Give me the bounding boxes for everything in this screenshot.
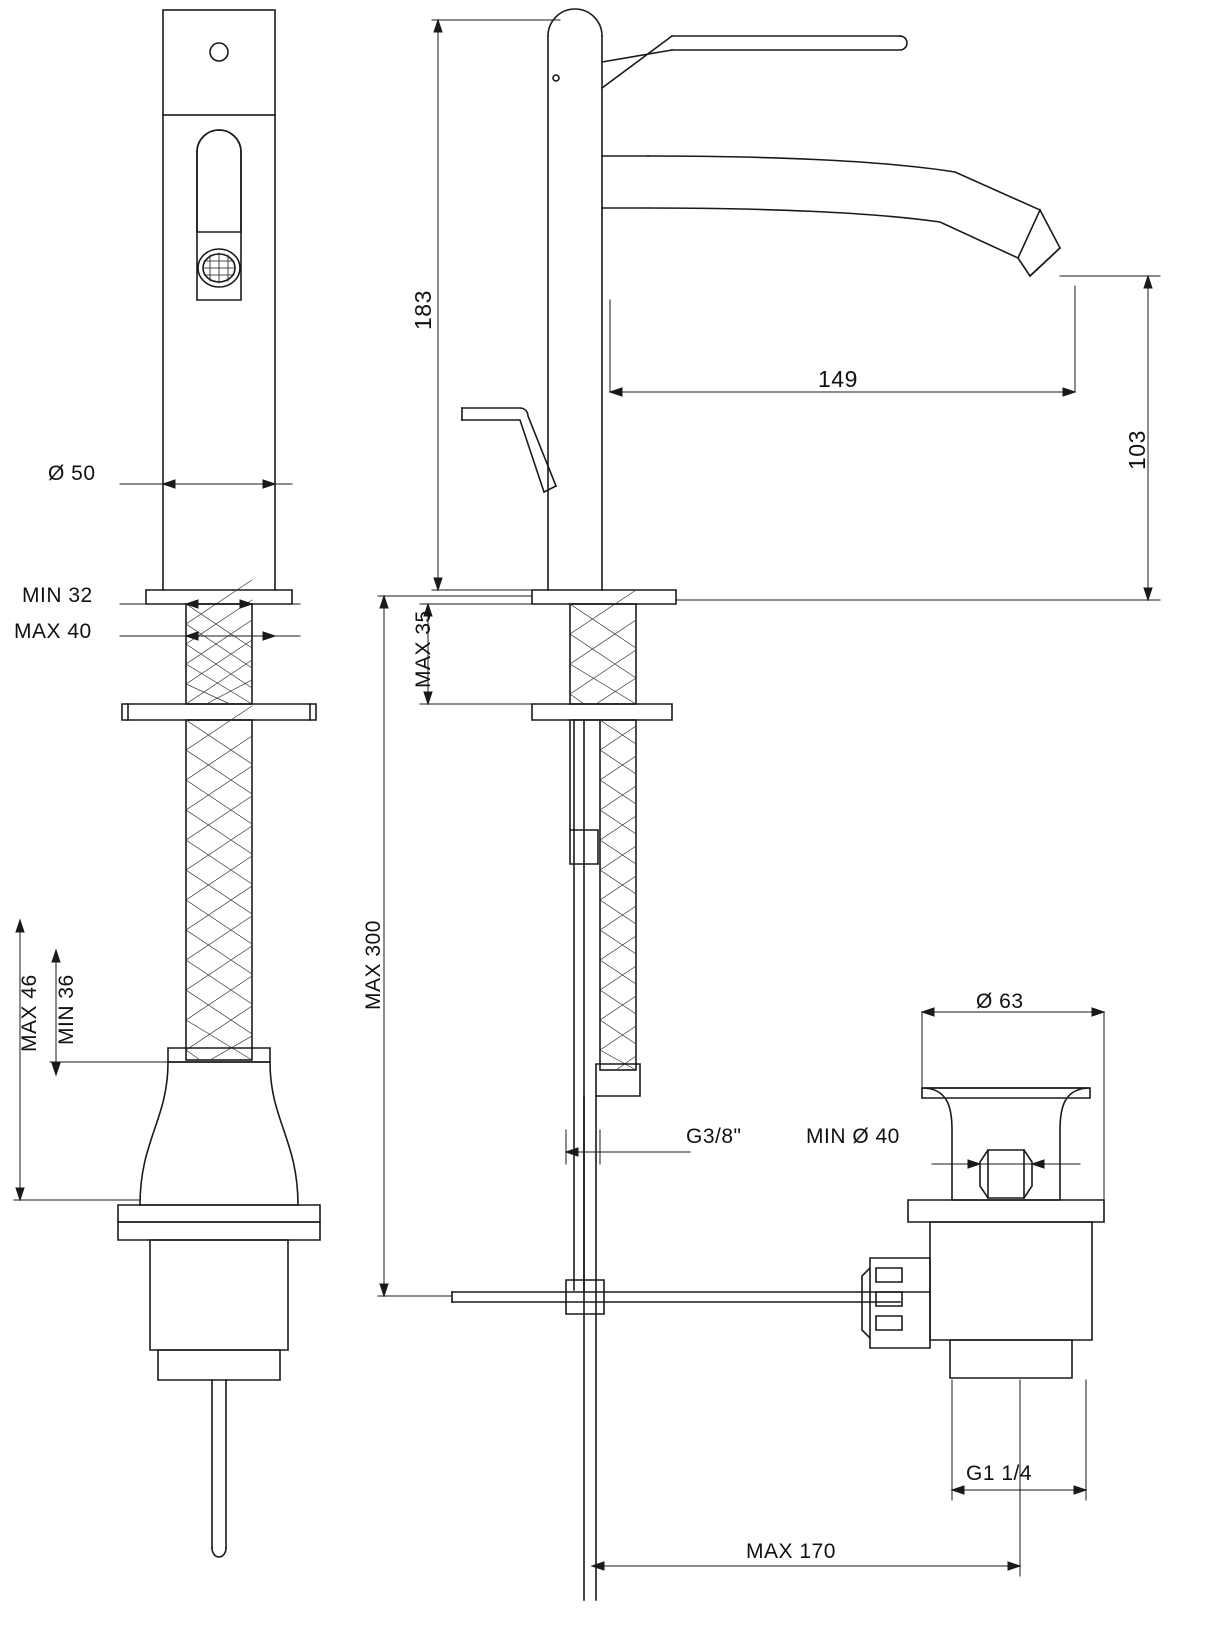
- dim-label-103: 103: [1124, 430, 1150, 470]
- dim-149: [608, 285, 1077, 397]
- dim-g38: [564, 1129, 691, 1165]
- dim-mind40: [931, 1159, 1081, 1169]
- dim-label-max35: MAX 35: [412, 610, 435, 688]
- dim-label-max300: MAX 300: [362, 920, 385, 1010]
- waste-view-body: [861, 1087, 1105, 1379]
- dim-label-d63: Ø 63: [976, 990, 1024, 1013]
- dim-label-183: 183: [410, 290, 436, 330]
- dim-label-max46: MAX 46: [18, 974, 41, 1052]
- dim-label-d50: Ø 50: [48, 462, 96, 485]
- dim-min32-max40: [119, 599, 301, 641]
- dim-label-g114: G1 1/4: [966, 1462, 1033, 1485]
- dim-label-g38: G3/8": [686, 1125, 742, 1148]
- dim-103: [675, 274, 1161, 602]
- dim-label-mind40: MIN Ø 40: [806, 1125, 900, 1148]
- dim-d50: [119, 429, 293, 501]
- dim-label-min36: MIN 36: [55, 974, 78, 1045]
- dim-max46-min36: [13, 918, 169, 1202]
- dim-max300: [377, 594, 533, 1298]
- dim-max35: [419, 602, 533, 706]
- dim-label-max40: MAX 40: [14, 620, 92, 643]
- dim-label-149: 149: [818, 366, 858, 392]
- dim-max170: [590, 1459, 1022, 1577]
- dim-d63: [920, 1007, 1106, 1203]
- dim-label-min32: MIN 32: [22, 584, 93, 607]
- front-view-body: [117, 9, 321, 1558]
- dim-label-max170: MAX 170: [746, 1540, 836, 1563]
- side-view-body: [451, 8, 1062, 1601]
- dim-183: [431, 18, 561, 592]
- dim-g114: [950, 1379, 1088, 1501]
